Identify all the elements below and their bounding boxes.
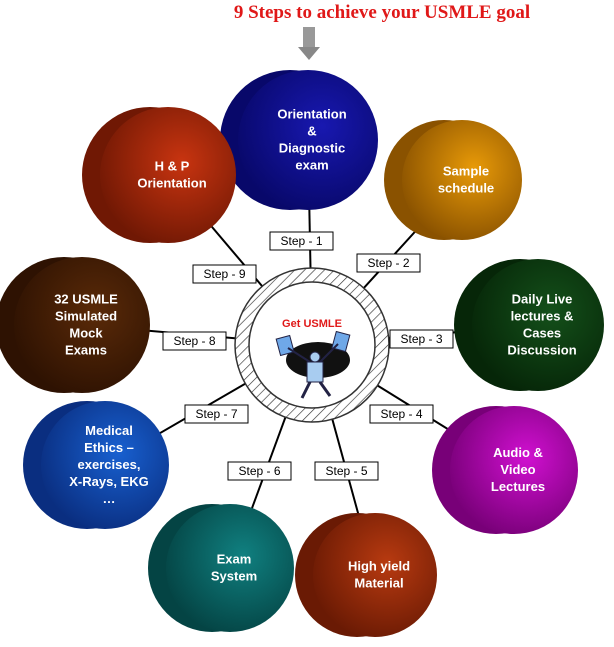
step-label-1: Step - 1 [269,231,334,251]
step-label-4: Step - 4 [369,404,434,424]
step-node-text: High yield [348,559,410,574]
step-node-text: Sample [443,164,489,179]
step-node-text: exam [295,158,328,173]
step-node-text: schedule [438,181,494,196]
step-node-2: Sample schedule [384,120,522,240]
step-node-text: & [307,124,316,139]
step-label-7: Step - 7 [184,404,249,424]
step-label-9: Step - 9 [192,264,257,284]
svg-text:Step - 6: Step - 6 [238,464,280,478]
arrow-icon [298,27,320,60]
step-node-9: H & P Orientation [82,107,236,243]
step-node-text: lectures & [511,309,574,324]
step-node-text: Lectures [491,479,545,494]
step-node-text: Mock [69,326,103,341]
step-node-text: exercises, [78,457,141,472]
step-node-text: Material [354,576,403,591]
svg-text:Step - 3: Step - 3 [400,332,442,346]
svg-text:Step - 8: Step - 8 [173,334,215,348]
step-label-2: Step - 2 [356,253,421,273]
step-node-text: Audio & [493,445,543,460]
step-node-text: Orientation [277,107,346,122]
step-node-text: System [211,569,257,584]
step-node-text: Ethics – [84,440,134,455]
step-node-text: Cases [523,326,561,341]
step-node-text: Simulated [55,309,117,324]
step-node-text: Orientation [137,176,206,191]
step-node-text: Exams [65,343,107,358]
weightlifter-icon [275,330,351,399]
center-hub: Get USMLE [234,267,390,423]
svg-text:Step - 2: Step - 2 [367,256,409,270]
step-node-text: … [103,491,116,506]
step-node-text: Exam [217,552,252,567]
step-node-text: Discussion [507,343,576,358]
step-node-text: X-Rays, EKG [69,474,148,489]
step-label-8: Step - 8 [162,331,227,351]
step-node-text: H & P [155,159,190,174]
step-label-5: Step - 5 [314,461,379,481]
diagram-title: 9 Steps to achieve your USMLE goal [233,2,531,23]
svg-text:Step - 7: Step - 7 [195,407,237,421]
step-node-text: 32 USMLE [54,292,118,307]
svg-text:Step - 4: Step - 4 [380,407,422,421]
step-label-3: Step - 3 [389,329,454,349]
step-node-text: Video [500,462,535,477]
step-label-6: Step - 6 [227,461,292,481]
svg-text:Step - 5: Step - 5 [325,464,367,478]
step-node-text: Daily Live [512,292,573,307]
step-node-text: Diagnostic [279,141,345,156]
svg-text:Step - 9: Step - 9 [203,267,245,281]
center-label: Get USMLE [282,318,342,330]
svg-text:Step - 1: Step - 1 [280,234,322,248]
step-node-1: Orientation & Diagnostic exam [220,70,378,210]
step-node-text: Medical [85,423,133,438]
